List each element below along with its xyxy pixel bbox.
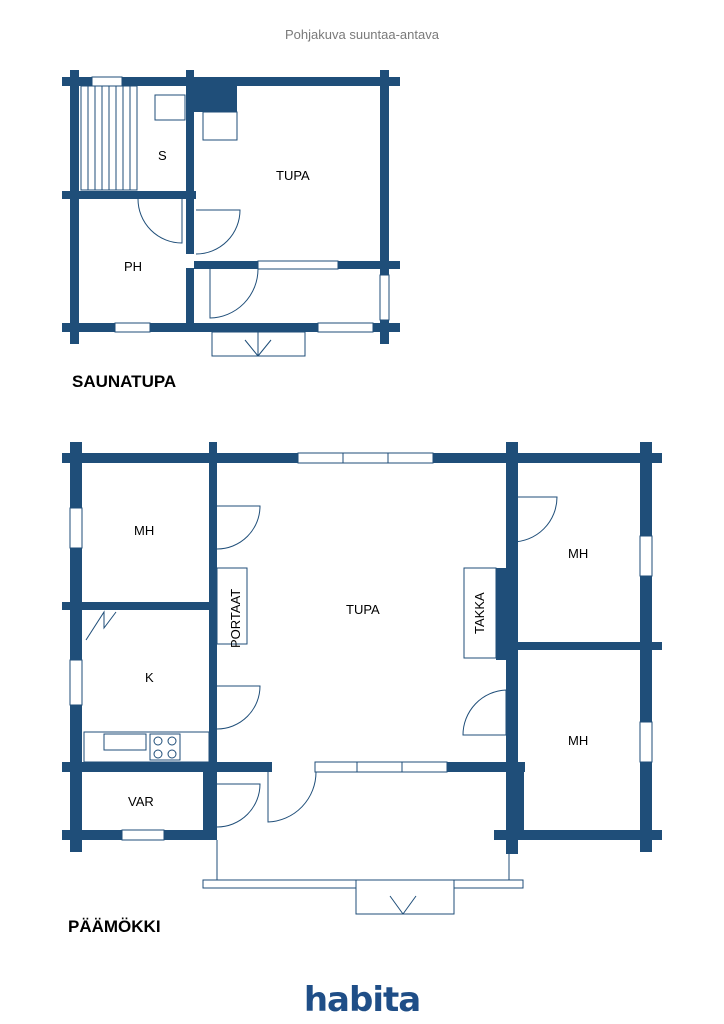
room-label-mh-right-top: MH [568,546,588,561]
room-label-ph: PH [124,259,142,274]
room-label-tupa: TUPA [276,168,310,183]
room-label-mh-left: MH [134,523,154,538]
room-label-tupa-main: TUPA [346,602,380,617]
room-label-takka: TAKKA [472,592,487,634]
disclaimer-caption: Pohjakuva suuntaa-antava [285,27,439,42]
room-label-var: VAR [128,794,154,809]
stove-burners [153,736,177,759]
paamokki-fixtures [69,452,653,915]
paamokki-labels: MH TUPA MH K MH VAR PORTAAT TAKKA [128,523,588,809]
saunatupa-labels: S TUPA PH [124,148,310,274]
habita-logo: habita [303,980,421,1020]
room-label-s: S [158,148,167,163]
room-label-mh-right-bottom: MH [568,733,588,748]
room-label-portaat: PORTAAT [228,589,243,648]
saunatupa-doors [137,198,272,357]
building-label-paamokki: PÄÄMÖKKI [68,917,161,936]
room-label-k: K [145,670,154,685]
paamokki-plan [62,442,662,854]
building-label-saunatupa: SAUNATUPA [72,372,177,391]
paamokki-doors [85,496,558,915]
saunatupa-fixtures [80,76,390,357]
